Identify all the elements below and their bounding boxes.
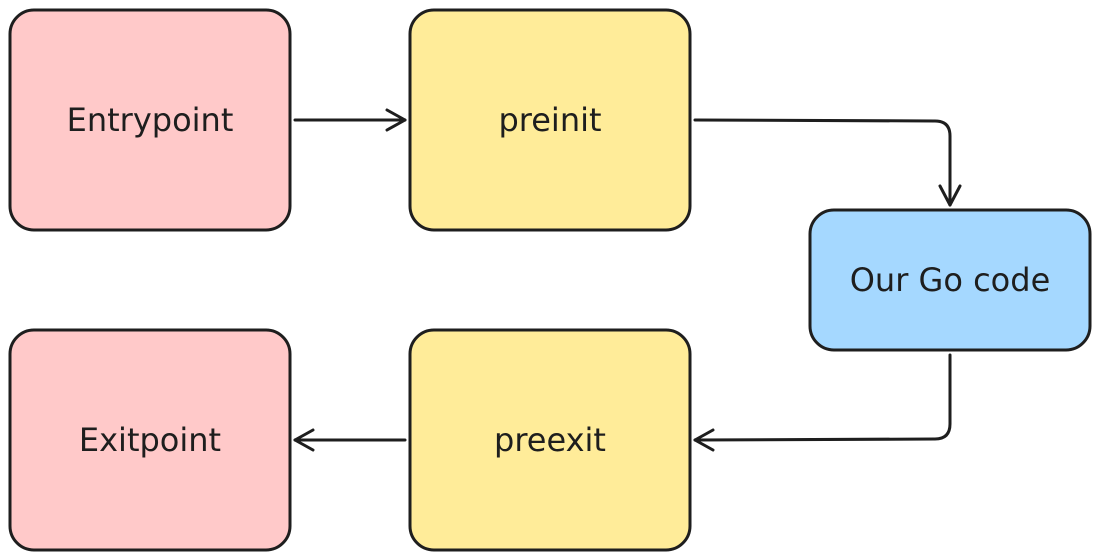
node-preinit-box [408,8,692,232]
node-go-code-label: Our Go code [850,261,1051,299]
node-preexit-box [408,328,692,552]
node-exitpoint-box [8,328,292,552]
node-preexit-label: preexit [494,421,606,459]
node-go-code[interactable]: Our Go code [808,208,1092,352]
edge-go-code-preexit-line [693,353,952,442]
node-exitpoint-label: Exitpoint [79,421,221,459]
node-preinit-label: preinit [498,101,601,139]
node-preexit[interactable]: preexit [408,328,692,552]
node-entrypoint[interactable]: Entrypoint [8,8,292,232]
edge-preinit-go-code-arrowhead [938,184,962,207]
edge-go-code-preexit [693,353,952,452]
edge-go-code-preexit-arrowhead [693,428,715,452]
edge-preexit-exitpoint [293,428,407,452]
node-exitpoint[interactable]: Exitpoint [8,328,292,552]
node-preinit[interactable]: preinit [408,8,692,232]
node-entrypoint-label: Entrypoint [67,101,234,139]
edge-preexit-exitpoint-arrowhead [293,428,315,452]
node-entrypoint-box [8,8,292,232]
edge-entrypoint-preinit [293,108,407,132]
edge-preinit-go-code-line [693,118,952,207]
edge-entrypoint-preinit-arrowhead [385,108,407,132]
edge-preinit-go-code [693,118,962,207]
node-go-code-box [808,208,1092,352]
